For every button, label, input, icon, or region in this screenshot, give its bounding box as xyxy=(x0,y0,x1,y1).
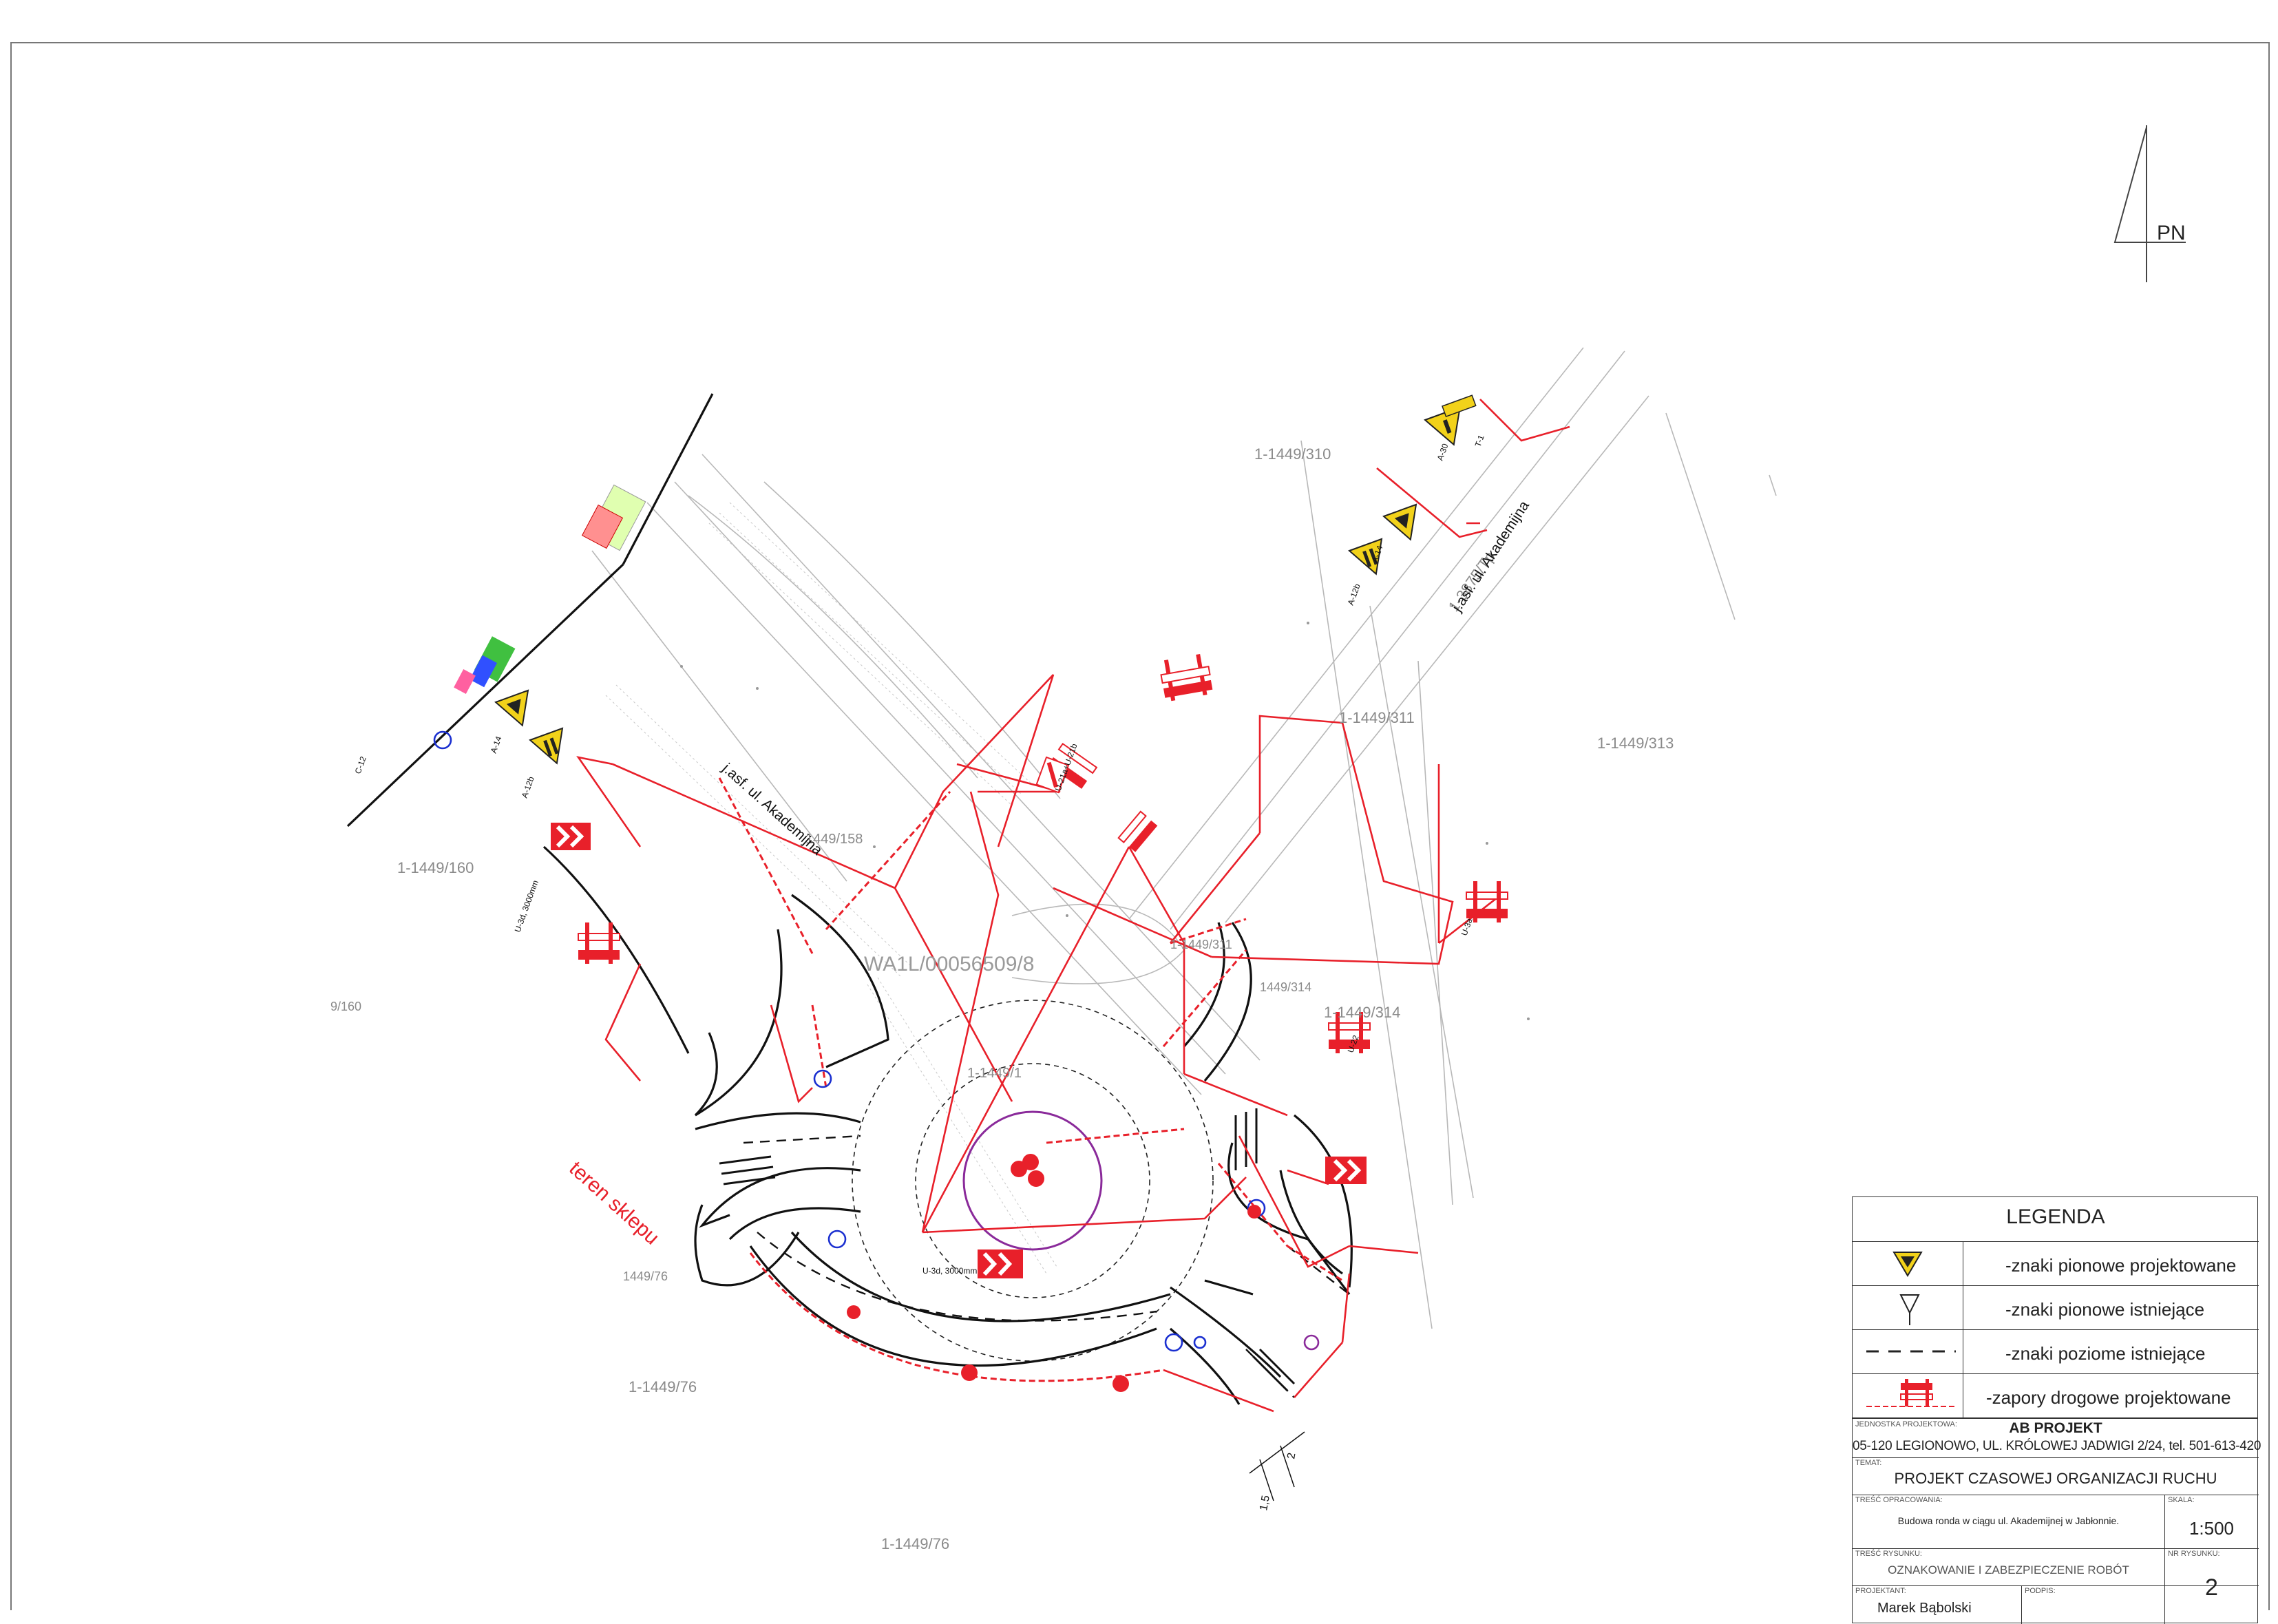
plot-code: WA1L/00056509/8 xyxy=(864,953,1034,976)
central-island-circle xyxy=(962,1110,1103,1251)
barrier-lines-projected xyxy=(718,777,1343,1382)
dimension-label: 1,5 xyxy=(1258,1495,1272,1512)
company-address: 05-120 LEGIONOWO, UL. KRÓLOWEJ JADWIGI 2… xyxy=(1853,1439,2261,1453)
drawing-caption: TREŚĆ RYSUNKU: xyxy=(1855,1550,1922,1558)
parcel-label: 1-1449/1 xyxy=(967,1066,1022,1081)
parcel-label: 1-1449/76 xyxy=(629,1378,697,1395)
lane-markings-existing xyxy=(743,1135,1350,1398)
parcel-label: 9/160 xyxy=(330,1000,361,1013)
road-barrier-icon xyxy=(1866,1379,1956,1407)
drawing-scale: 1:500 xyxy=(2189,1518,2235,1539)
roundabout-outline xyxy=(852,1000,1214,1362)
parcel-label: 1-1449/310 xyxy=(1254,445,1331,463)
design-unit-caption: JEDNOSTKA PROJEKTOWA: xyxy=(1855,1420,1957,1428)
drawing-number: 2 xyxy=(2205,1574,2218,1601)
parcel-label: 1-1449/160 xyxy=(397,859,474,876)
parcel-label: 1-1449/76 xyxy=(881,1535,949,1552)
legend-symbols xyxy=(1866,1252,1956,1407)
legend-item-label: -znaki poziome istniejące xyxy=(2005,1343,2206,1364)
sign-code-label: A-12b xyxy=(520,775,536,799)
parcel-label: 1-1449/314 xyxy=(1324,1004,1400,1021)
designer-caption: PROJEKTANT: xyxy=(1855,1587,1906,1595)
title-block: JEDNOSTKA PROJEKTOWA: AB PROJEKT 05-120 … xyxy=(1852,1418,2261,1624)
warning-signs-projected xyxy=(494,394,1477,765)
parcel-label: 1-1449/311 xyxy=(1339,709,1415,726)
legend-box: LEGENDA -znaki pionowe projektowane -zna… xyxy=(1852,1196,2259,1419)
parcel-label: 1449/314 xyxy=(1260,980,1311,994)
dimension-marks: 1,5 2 xyxy=(1249,1431,1305,1512)
project-topic: PROJEKT CZASOWEJ ORGANIZACJI RUCHU xyxy=(1894,1470,2217,1487)
legend-item-label: -znaki pionowe istniejące xyxy=(2005,1299,2205,1320)
drawing-title: OZNAKOWANIE I ZABEZPIECZENIE ROBÓT xyxy=(1888,1563,2129,1576)
drawing-number-caption: NR RYSUNKU: xyxy=(2168,1550,2220,1558)
sign-code-label: C-12 xyxy=(353,755,368,775)
company-name: AB PROJEKT xyxy=(2009,1420,2102,1436)
sheet-border xyxy=(10,42,2270,1610)
existing-signs-blue xyxy=(433,730,1266,1352)
parcel-label: 1-1449/311 xyxy=(1170,938,1232,951)
north-arrow-icon xyxy=(2113,125,2186,282)
road-edges xyxy=(346,393,1353,1405)
dimension-label: 2 xyxy=(1285,1452,1298,1460)
pedestrian-crossings xyxy=(719,1108,1296,1392)
sign-code-label: A-30 xyxy=(1435,442,1451,462)
scale-caption: SKALA: xyxy=(2168,1496,2195,1504)
embankment-hatching xyxy=(605,502,1057,1274)
legend-title: LEGENDA xyxy=(2006,1205,2105,1228)
sign-code-label: A-12b xyxy=(1346,582,1362,607)
parcel-label: 1449/76 xyxy=(623,1269,668,1283)
warning-sign-icon xyxy=(1892,1252,1923,1277)
existing-features-strip xyxy=(454,484,646,694)
content-caption: TREŚĆ OPRACOWANIA: xyxy=(1855,1496,1943,1504)
traffic-organization-lines xyxy=(576,399,1570,1413)
area-note: teren sklepu xyxy=(565,1157,664,1249)
parcel-labels: 1-1449/310 1-1449/311 1-1449/313 1-1449/… xyxy=(330,445,1674,1552)
chevron-signs xyxy=(551,756,1367,1278)
sign-code-label: U-3d, 3000mm xyxy=(513,879,540,934)
sign-code-label: A-14 xyxy=(489,735,504,755)
sign-code-label: U-3a xyxy=(1459,916,1475,937)
survey-lines xyxy=(591,347,1777,1329)
designer-name: Marek Bąbolski xyxy=(1877,1601,1972,1616)
project-content: Budowa ronda w ciągu ul. Akademijnej w J… xyxy=(1897,1515,2120,1526)
north-arrow-label: PN xyxy=(2157,222,2186,244)
road-barriers-projected xyxy=(578,654,1508,1053)
spot-heights xyxy=(680,622,1530,1020)
street-label: j.asf. ul. Akademijna xyxy=(719,760,825,858)
legend-item-label: -zapory drogowe projektowane xyxy=(1986,1387,2231,1408)
parcel-label: 1-1449/313 xyxy=(1597,735,1674,752)
sign-code-labels: A-14 A-12b A-14 A-12b A-30 T-1 U-21a+U-2… xyxy=(353,434,1486,1276)
parcel-label: 1449/158 xyxy=(805,832,863,847)
existing-sign-icon xyxy=(1899,1294,1920,1325)
round-markers xyxy=(847,1154,1320,1392)
sign-code-label: T-1 xyxy=(1473,434,1486,448)
legend-item-label: -znaki pionowe projektowane xyxy=(2005,1255,2237,1276)
signature-caption: PODPIS: xyxy=(2025,1587,2056,1595)
topic-caption: TEMAT: xyxy=(1855,1459,1882,1467)
sign-code-label: U-3d, 3000mm xyxy=(922,1266,977,1276)
